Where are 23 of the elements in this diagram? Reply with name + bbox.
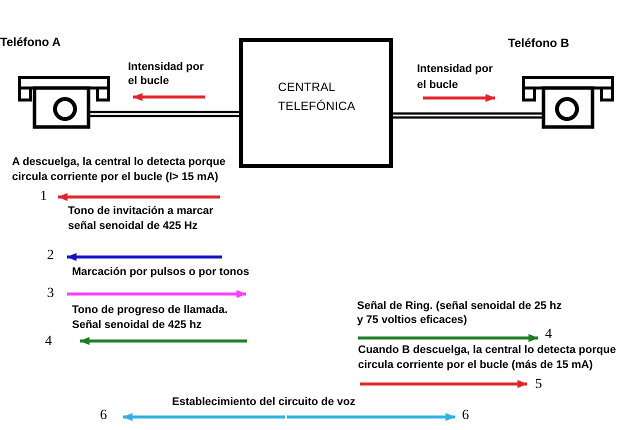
- phone-line: [88, 110, 240, 118]
- box-label: CENTRAL TELEFÓNICA: [278, 79, 356, 115]
- step-number: 6: [100, 408, 108, 424]
- note-text: Marcación por pulsos o por tonos: [72, 265, 250, 280]
- step-number: 4: [545, 327, 553, 343]
- note-text: A descuelga, la central lo detecta porque circula corriente por el bucle (I> 15 mA): [12, 155, 227, 185]
- exchange-box: [239, 38, 393, 168]
- phone-heading: Teléfono A: [0, 34, 61, 50]
- arrow-caption: Intensidad por el bucle: [128, 60, 205, 88]
- note-text: Tono de invitación a marcar señal senoidal de 425 Hz: [68, 204, 214, 234]
- note-text: Establecimiento del circuito de voz: [172, 395, 356, 410]
- note-text: Señal de Ring. (señal senoidal de 25 hz y 75 voltios eficaces): [357, 299, 563, 327]
- note-text: Tono de progreso de llamada. Señal senoidal de 425 hz: [72, 303, 229, 333]
- note-text: Cuando B descuelga, la central lo detecta porque circula corriente por el bucle (más de 15 mA): [358, 343, 617, 373]
- step-number: 6: [462, 408, 470, 424]
- step-number: 5: [535, 377, 543, 393]
- step-number: 1: [40, 189, 48, 205]
- step-number: 2: [47, 248, 55, 264]
- arrow-caption: Intensidad por el bucle: [417, 62, 494, 93]
- phone-line: [392, 112, 544, 119]
- step-number: 4: [45, 334, 53, 350]
- step-number: 3: [47, 286, 55, 302]
- phone-heading: Teléfono B: [508, 35, 570, 51]
